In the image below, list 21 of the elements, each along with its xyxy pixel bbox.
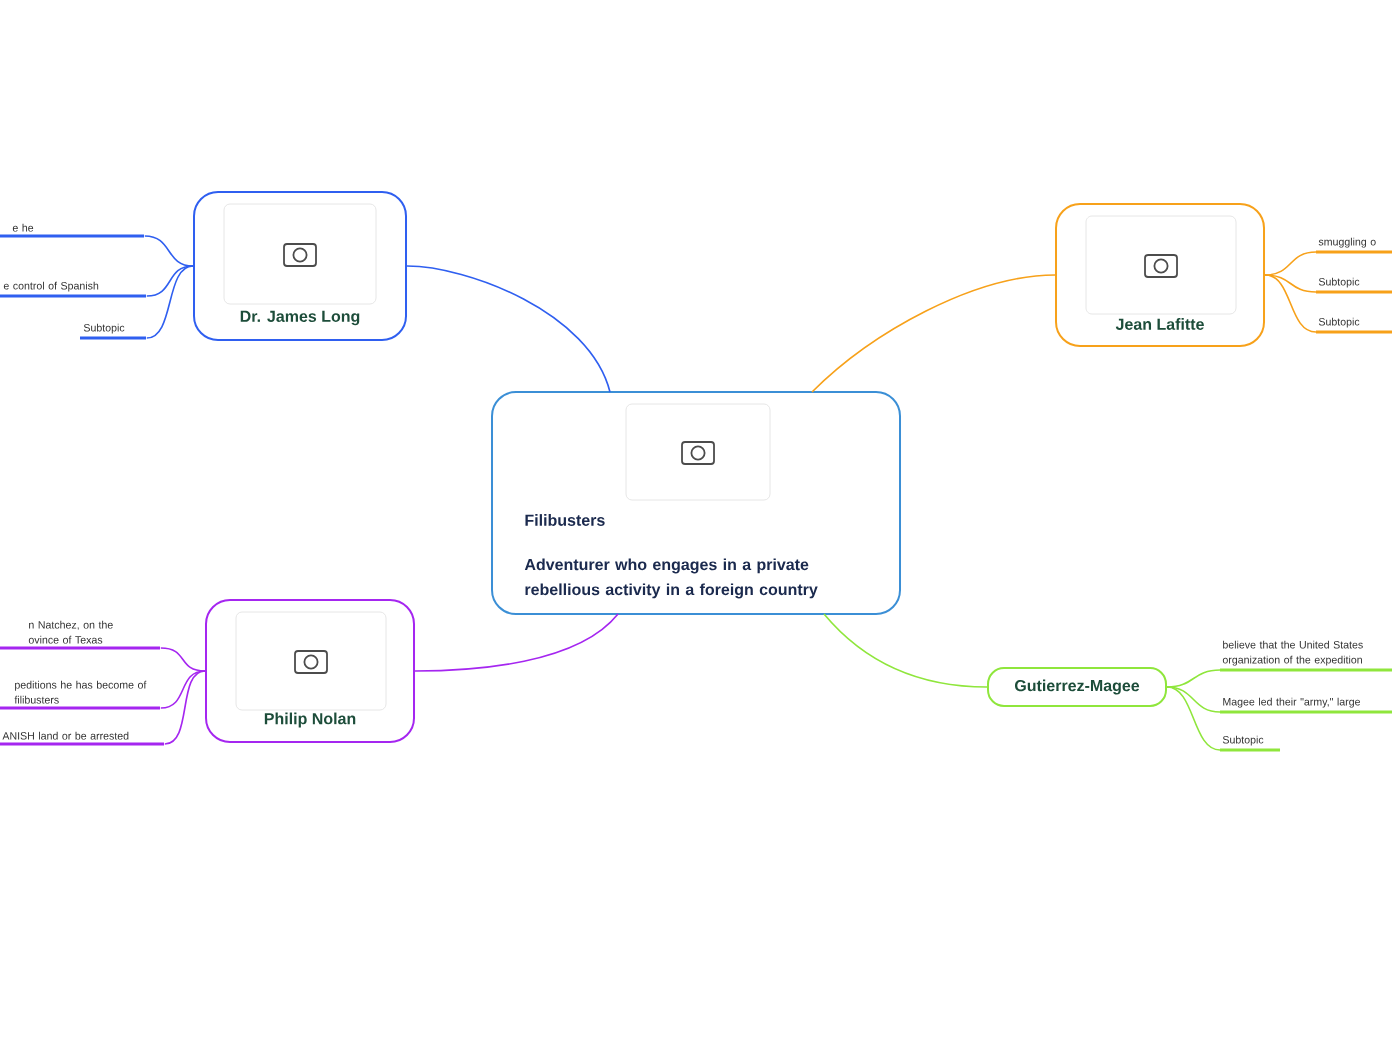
topic-label: Philip Nolan: [264, 712, 356, 728]
connector: [1166, 686, 1221, 713]
connector: [406, 265, 611, 393]
connector: [414, 613, 619, 672]
topic-label: Dr. James Long: [240, 310, 360, 326]
connector: [811, 274, 1056, 393]
topic-label: Jean Lafitte: [1115, 318, 1204, 330]
connector: [1166, 686, 1221, 751]
connector: [1264, 274, 1317, 293]
connector: [160, 670, 206, 709]
connector: [823, 613, 988, 688]
title: Filibusters: [525, 514, 605, 526]
connector: [144, 235, 194, 267]
description: Adventurer who engages in a private rebellious activity in a foreign country: [524, 558, 818, 599]
connector: [160, 647, 206, 672]
connector: [1166, 669, 1221, 688]
connector: [1264, 274, 1317, 333]
connector: [146, 265, 194, 297]
topic-box: Gutierrez-Magee: [987, 667, 1167, 707]
connector: [146, 265, 194, 339]
connector: [164, 670, 206, 745]
